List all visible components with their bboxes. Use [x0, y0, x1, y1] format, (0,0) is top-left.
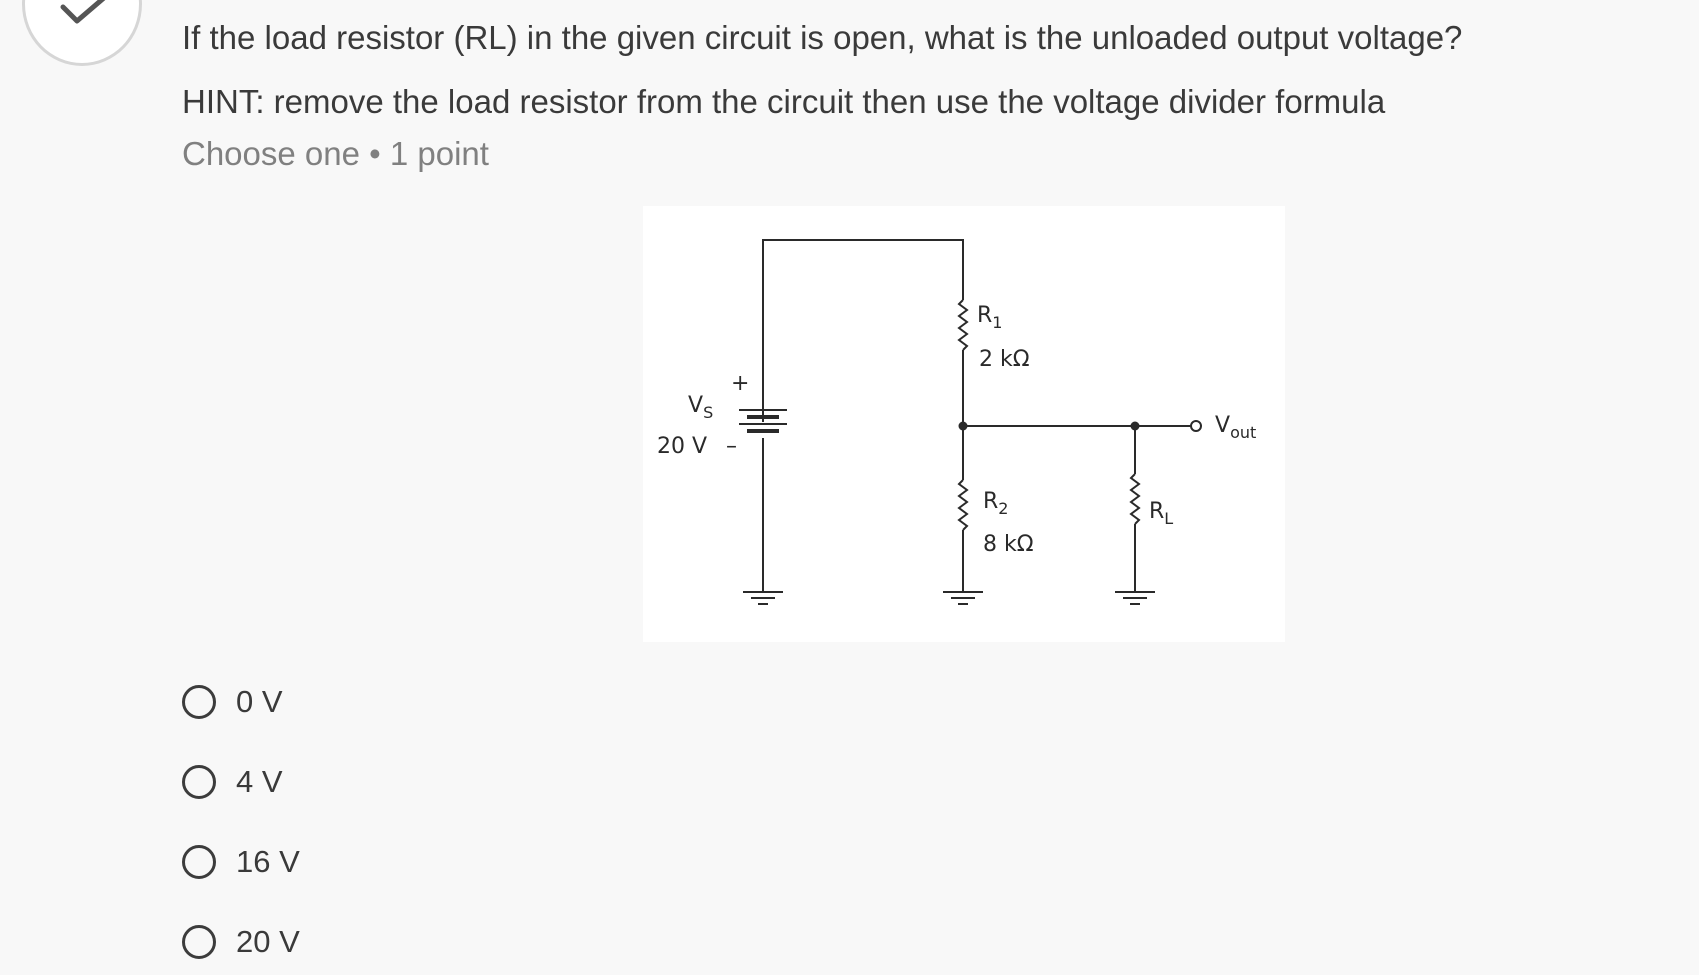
junction-node [1130, 421, 1140, 431]
circuit-schematic: + VS 20 V – R1 2 kΩ R2 8 kΩ RL Vout [657, 239, 1256, 605]
circuit-diagram: + VS 20 V – R1 2 kΩ R2 8 kΩ RL Vout [643, 206, 1285, 642]
option-label: 0 V [236, 684, 283, 719]
radio-button[interactable] [182, 685, 216, 719]
radio-button[interactable] [182, 765, 216, 799]
junction-node [958, 421, 968, 431]
ground-icon [943, 591, 983, 605]
option-16v[interactable]: 16 V [182, 840, 482, 884]
option-label: 20 V [236, 924, 300, 959]
question-text: If the load resistor (RL) in the given c… [182, 19, 1463, 56]
radio-button[interactable] [182, 845, 216, 879]
question-hint: HINT: remove the load resistor from the … [182, 83, 1386, 120]
option-4v[interactable]: 4 V [182, 760, 482, 804]
ground-icon [743, 591, 783, 605]
checkmark-icon [60, 0, 106, 24]
battery-icon [739, 409, 787, 433]
output-terminal [1190, 420, 1202, 432]
source-label: VS [688, 393, 713, 422]
option-20v[interactable]: 20 V [182, 920, 482, 964]
vout-label: Vout [1215, 413, 1256, 442]
r1-value: 2 kΩ [979, 347, 1030, 372]
source-value: 20 V [657, 434, 707, 459]
r2-label: R2 [983, 489, 1008, 518]
option-0v[interactable]: 0 V [182, 680, 482, 724]
minus-sign: – [726, 434, 737, 459]
r1-label: R1 [977, 303, 1002, 332]
question-meta: Choose one • 1 point [182, 135, 489, 172]
radio-button[interactable] [182, 925, 216, 959]
ground-icon [1115, 591, 1155, 605]
r2-value: 8 kΩ [983, 532, 1034, 557]
option-label: 4 V [236, 764, 283, 799]
rl-label: RL [1149, 499, 1173, 528]
plus-sign: + [731, 371, 749, 396]
option-label: 16 V [236, 844, 300, 879]
answer-status-indicator [22, 0, 142, 66]
circuit-wires [762, 239, 1191, 592]
